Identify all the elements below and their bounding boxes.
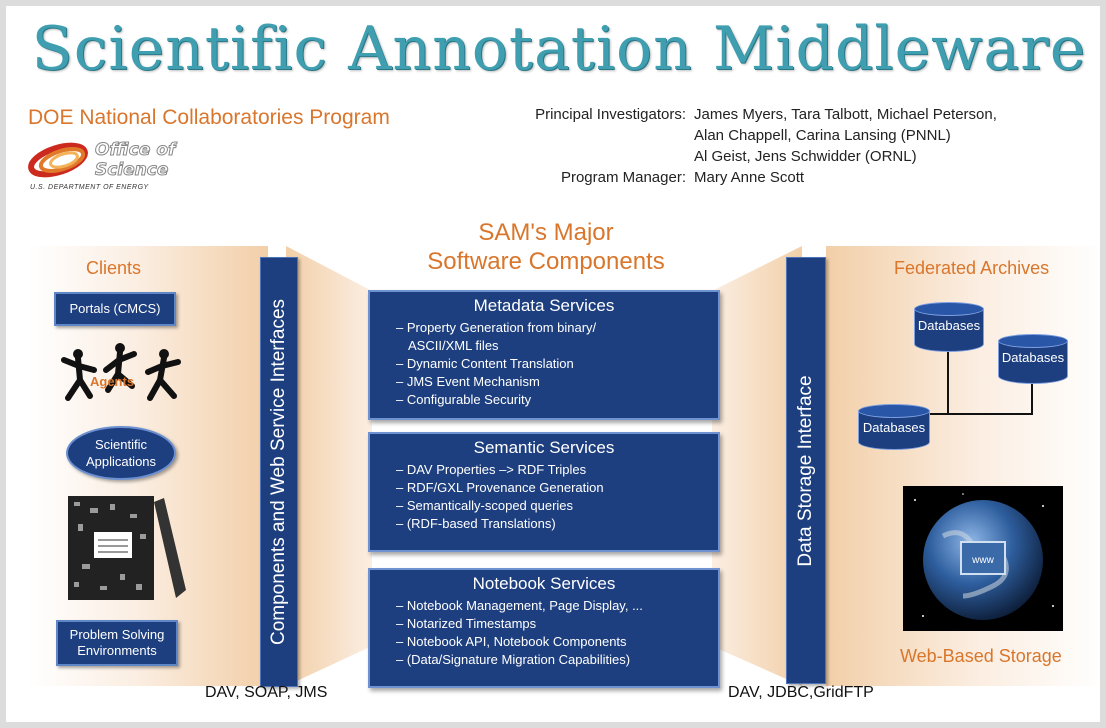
- scientific-applications-oval: Scientific Applications: [66, 426, 176, 480]
- web-storage-label: Web-Based Storage: [900, 646, 1062, 666]
- database-label: Databases: [917, 318, 981, 333]
- database-icon: Databases: [858, 404, 930, 450]
- service-item: – RDF/GXL Provenance Generation: [396, 480, 604, 495]
- pm-value: Mary Anne Scott: [694, 169, 805, 186]
- office-of-science-logo: Office of Science U.S. DEPARTMENT OF ENE…: [28, 138, 218, 196]
- service-item: – (RDF-based Translations): [396, 516, 556, 531]
- database-icon: Databases: [998, 334, 1068, 384]
- components-title-line: SAM's Major: [478, 219, 614, 246]
- logo-line1: Office of: [94, 140, 176, 161]
- right-protocols: DAV, JDBC,GridFTP: [728, 684, 874, 701]
- service-item: – Notarized Timestamps: [396, 616, 537, 631]
- database-connector-lines: [928, 346, 1033, 415]
- left-protocols: DAV, SOAP, JMS: [205, 684, 328, 701]
- metadata-services-box: Metadata Services – Property Generation …: [368, 290, 720, 420]
- pi-line: James Myers, Tara Talbott, Michael Peter…: [694, 106, 997, 123]
- globe-icon: www: [903, 486, 1063, 631]
- sci-apps-line: Scientific: [94, 437, 147, 452]
- service-item: – Property Generation from binary/: [396, 320, 597, 335]
- semantic-services-box: Semantic Services – DAV Properties –> RD…: [368, 432, 720, 552]
- service-title: Notebook Services: [472, 574, 616, 593]
- pm-label: Program Manager:: [560, 169, 686, 186]
- service-item: – Notebook API, Notebook Components: [396, 634, 627, 649]
- doe-swirl-icon: [28, 142, 88, 178]
- components-interface-bar: Components and Web Service Interfaces: [260, 257, 298, 687]
- service-item: – Configurable Security: [396, 392, 532, 407]
- pse-box: Problem Solving Environments: [56, 620, 178, 666]
- program-name: DOE National Collaboratories Program: [28, 106, 390, 129]
- service-item: – JMS Event Mechanism: [396, 374, 540, 389]
- pse-line: Problem Solving: [69, 627, 165, 642]
- clients-heading: Clients: [86, 258, 142, 278]
- main-title: Scientific Annotation Middleware: [31, 14, 1087, 84]
- service-item: – Notebook Management, Page Display, ...: [396, 598, 643, 613]
- left-funnel: [286, 246, 372, 686]
- web-storage-image: www: [903, 486, 1063, 631]
- people-labels: Principal Investigators: Program Manager…: [476, 104, 686, 188]
- agents-figures-icon: [61, 343, 181, 401]
- pi-label: Principal Investigators:: [535, 106, 686, 123]
- pse-line: Environments: [77, 643, 157, 658]
- service-title: Metadata Services: [473, 296, 615, 315]
- database-icon: Databases: [914, 302, 984, 352]
- archives-heading: Federated Archives: [894, 258, 1050, 278]
- service-item: – (Data/Signature Migration Capabilities…: [396, 652, 631, 667]
- service-item: – Semantically-scoped queries: [396, 498, 574, 513]
- service-title: Semantic Services: [473, 438, 615, 457]
- components-interface-label: Components and Web Service Interfaces: [268, 298, 289, 646]
- service-item: – DAV Properties –> RDF Triples: [396, 462, 587, 477]
- right-funnel: [712, 246, 802, 686]
- agents-label: Agents: [90, 374, 135, 389]
- pi-line: Alan Chappell, Carina Lansing (PNNL): [694, 127, 951, 144]
- service-item: ASCII/XML files: [408, 338, 499, 353]
- components-title-line: Software Components: [427, 248, 665, 275]
- database-label: Databases: [862, 420, 926, 435]
- data-storage-interface-bar: Data Storage Interface: [786, 257, 826, 684]
- www-screen-text: www: [971, 555, 994, 566]
- logo-line2: Science: [94, 160, 169, 181]
- service-item: – Dynamic Content Translation: [396, 356, 574, 371]
- sci-apps-line: Applications: [85, 454, 157, 469]
- components-title: SAM's Major Software Components: [358, 218, 734, 276]
- notebook-icon: [68, 496, 186, 600]
- people-values: James Myers, Tara Talbott, Michael Peter…: [694, 104, 1094, 188]
- portals-box: Portals (CMCS): [54, 292, 176, 326]
- logo-subtitle: U.S. DEPARTMENT OF ENERGY: [30, 184, 149, 191]
- data-storage-interface-label: Data Storage Interface: [795, 374, 816, 567]
- database-label: Databases: [1001, 350, 1065, 365]
- poster-frame: Scientific Annotation Middleware DOE Nat…: [6, 6, 1100, 722]
- pi-line: Al Geist, Jens Schwidder (ORNL): [694, 148, 917, 165]
- notebook-services-box: Notebook Services – Notebook Management,…: [368, 568, 720, 688]
